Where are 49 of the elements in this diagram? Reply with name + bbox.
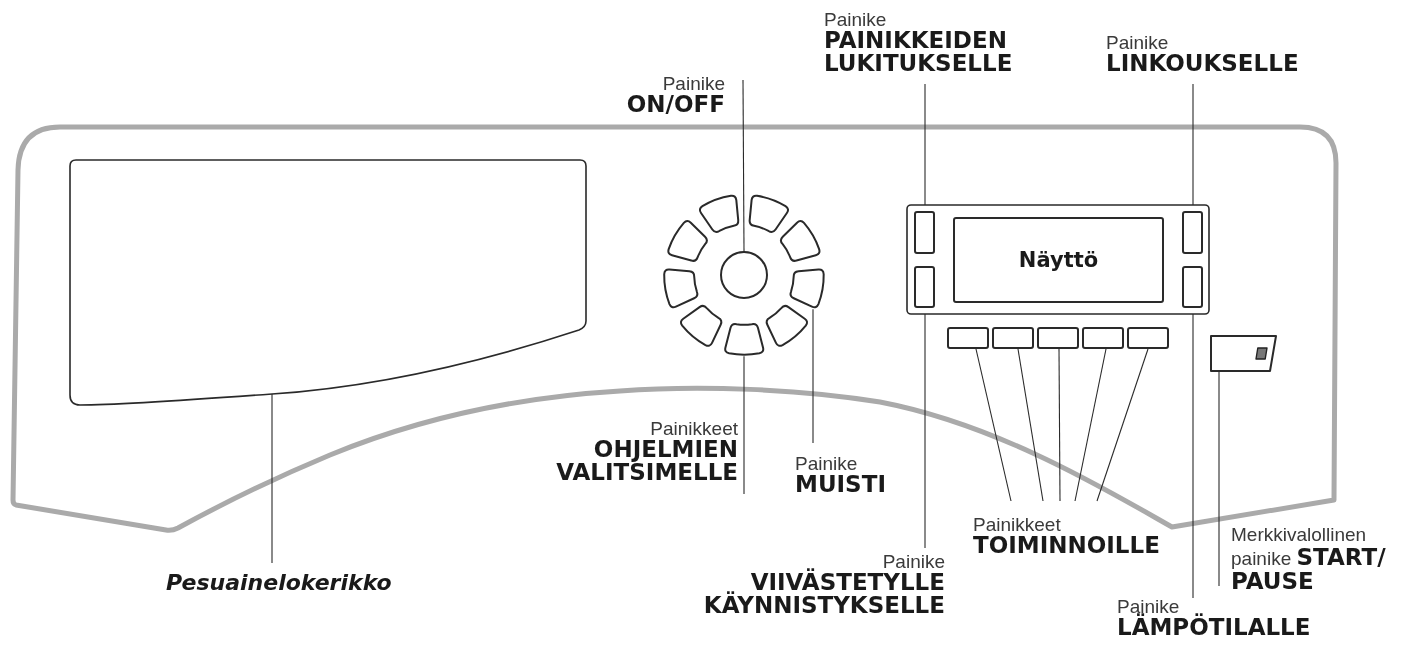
function-button [1127, 327, 1169, 349]
leader-line [975, 348, 1012, 502]
callout-title: OHJELMIEN VALITSIMELLE [555, 438, 738, 484]
detergent-drawer [69, 159, 587, 406]
part-label: Pesuainelokerikko [166, 571, 392, 595]
function-button [1082, 327, 1124, 349]
callout-caption: Painike [1106, 34, 1169, 52]
callout-caption: Painike [824, 11, 887, 29]
program-button [764, 302, 811, 349]
on-off-button [720, 251, 768, 299]
leader-line [812, 308, 814, 444]
program-button [722, 322, 766, 357]
callout-caption: Painike [662, 75, 725, 93]
program-button [747, 194, 791, 235]
display-screen [953, 217, 1164, 303]
callout-caption: Painikkeet [650, 420, 738, 438]
side-button [1182, 211, 1203, 254]
callout-title: ON/OFF [626, 93, 725, 116]
callout-caption: Painike [795, 455, 858, 473]
start-pause-button [1210, 335, 1277, 372]
callout-text: Merkkivalollinen painike START/ PAUSE [1231, 524, 1387, 594]
leader-line [1096, 348, 1149, 502]
display-panel [906, 204, 1210, 315]
callout-title: MUISTI [795, 473, 886, 496]
callout-caption: Painike [882, 553, 945, 571]
callout-caption: Painikkeet [973, 516, 1061, 534]
program-button [788, 267, 826, 310]
callout-title: PAINIKKEIDEN LUKITUKSELLE [824, 29, 1014, 75]
leader-line [742, 79, 745, 252]
function-button [947, 327, 989, 349]
program-button [697, 194, 741, 235]
program-button [665, 217, 710, 263]
leader-line [1074, 348, 1107, 502]
callout-title: LINKOUKSELLE [1106, 52, 1299, 75]
screen-text: Näyttö [1018, 248, 1099, 272]
function-button [1037, 327, 1079, 349]
leader-line [1218, 371, 1220, 587]
leader-line [271, 393, 273, 564]
leader-line [743, 355, 745, 495]
program-button [677, 302, 724, 349]
side-button [1182, 266, 1203, 308]
callout-title: TOIMINNOILLE [973, 534, 1160, 557]
side-button [914, 266, 935, 308]
leader-line [1017, 348, 1044, 502]
side-button [914, 211, 935, 254]
program-button [778, 217, 823, 263]
leader-line [1058, 348, 1061, 502]
program-button [662, 267, 700, 310]
function-button [992, 327, 1034, 349]
